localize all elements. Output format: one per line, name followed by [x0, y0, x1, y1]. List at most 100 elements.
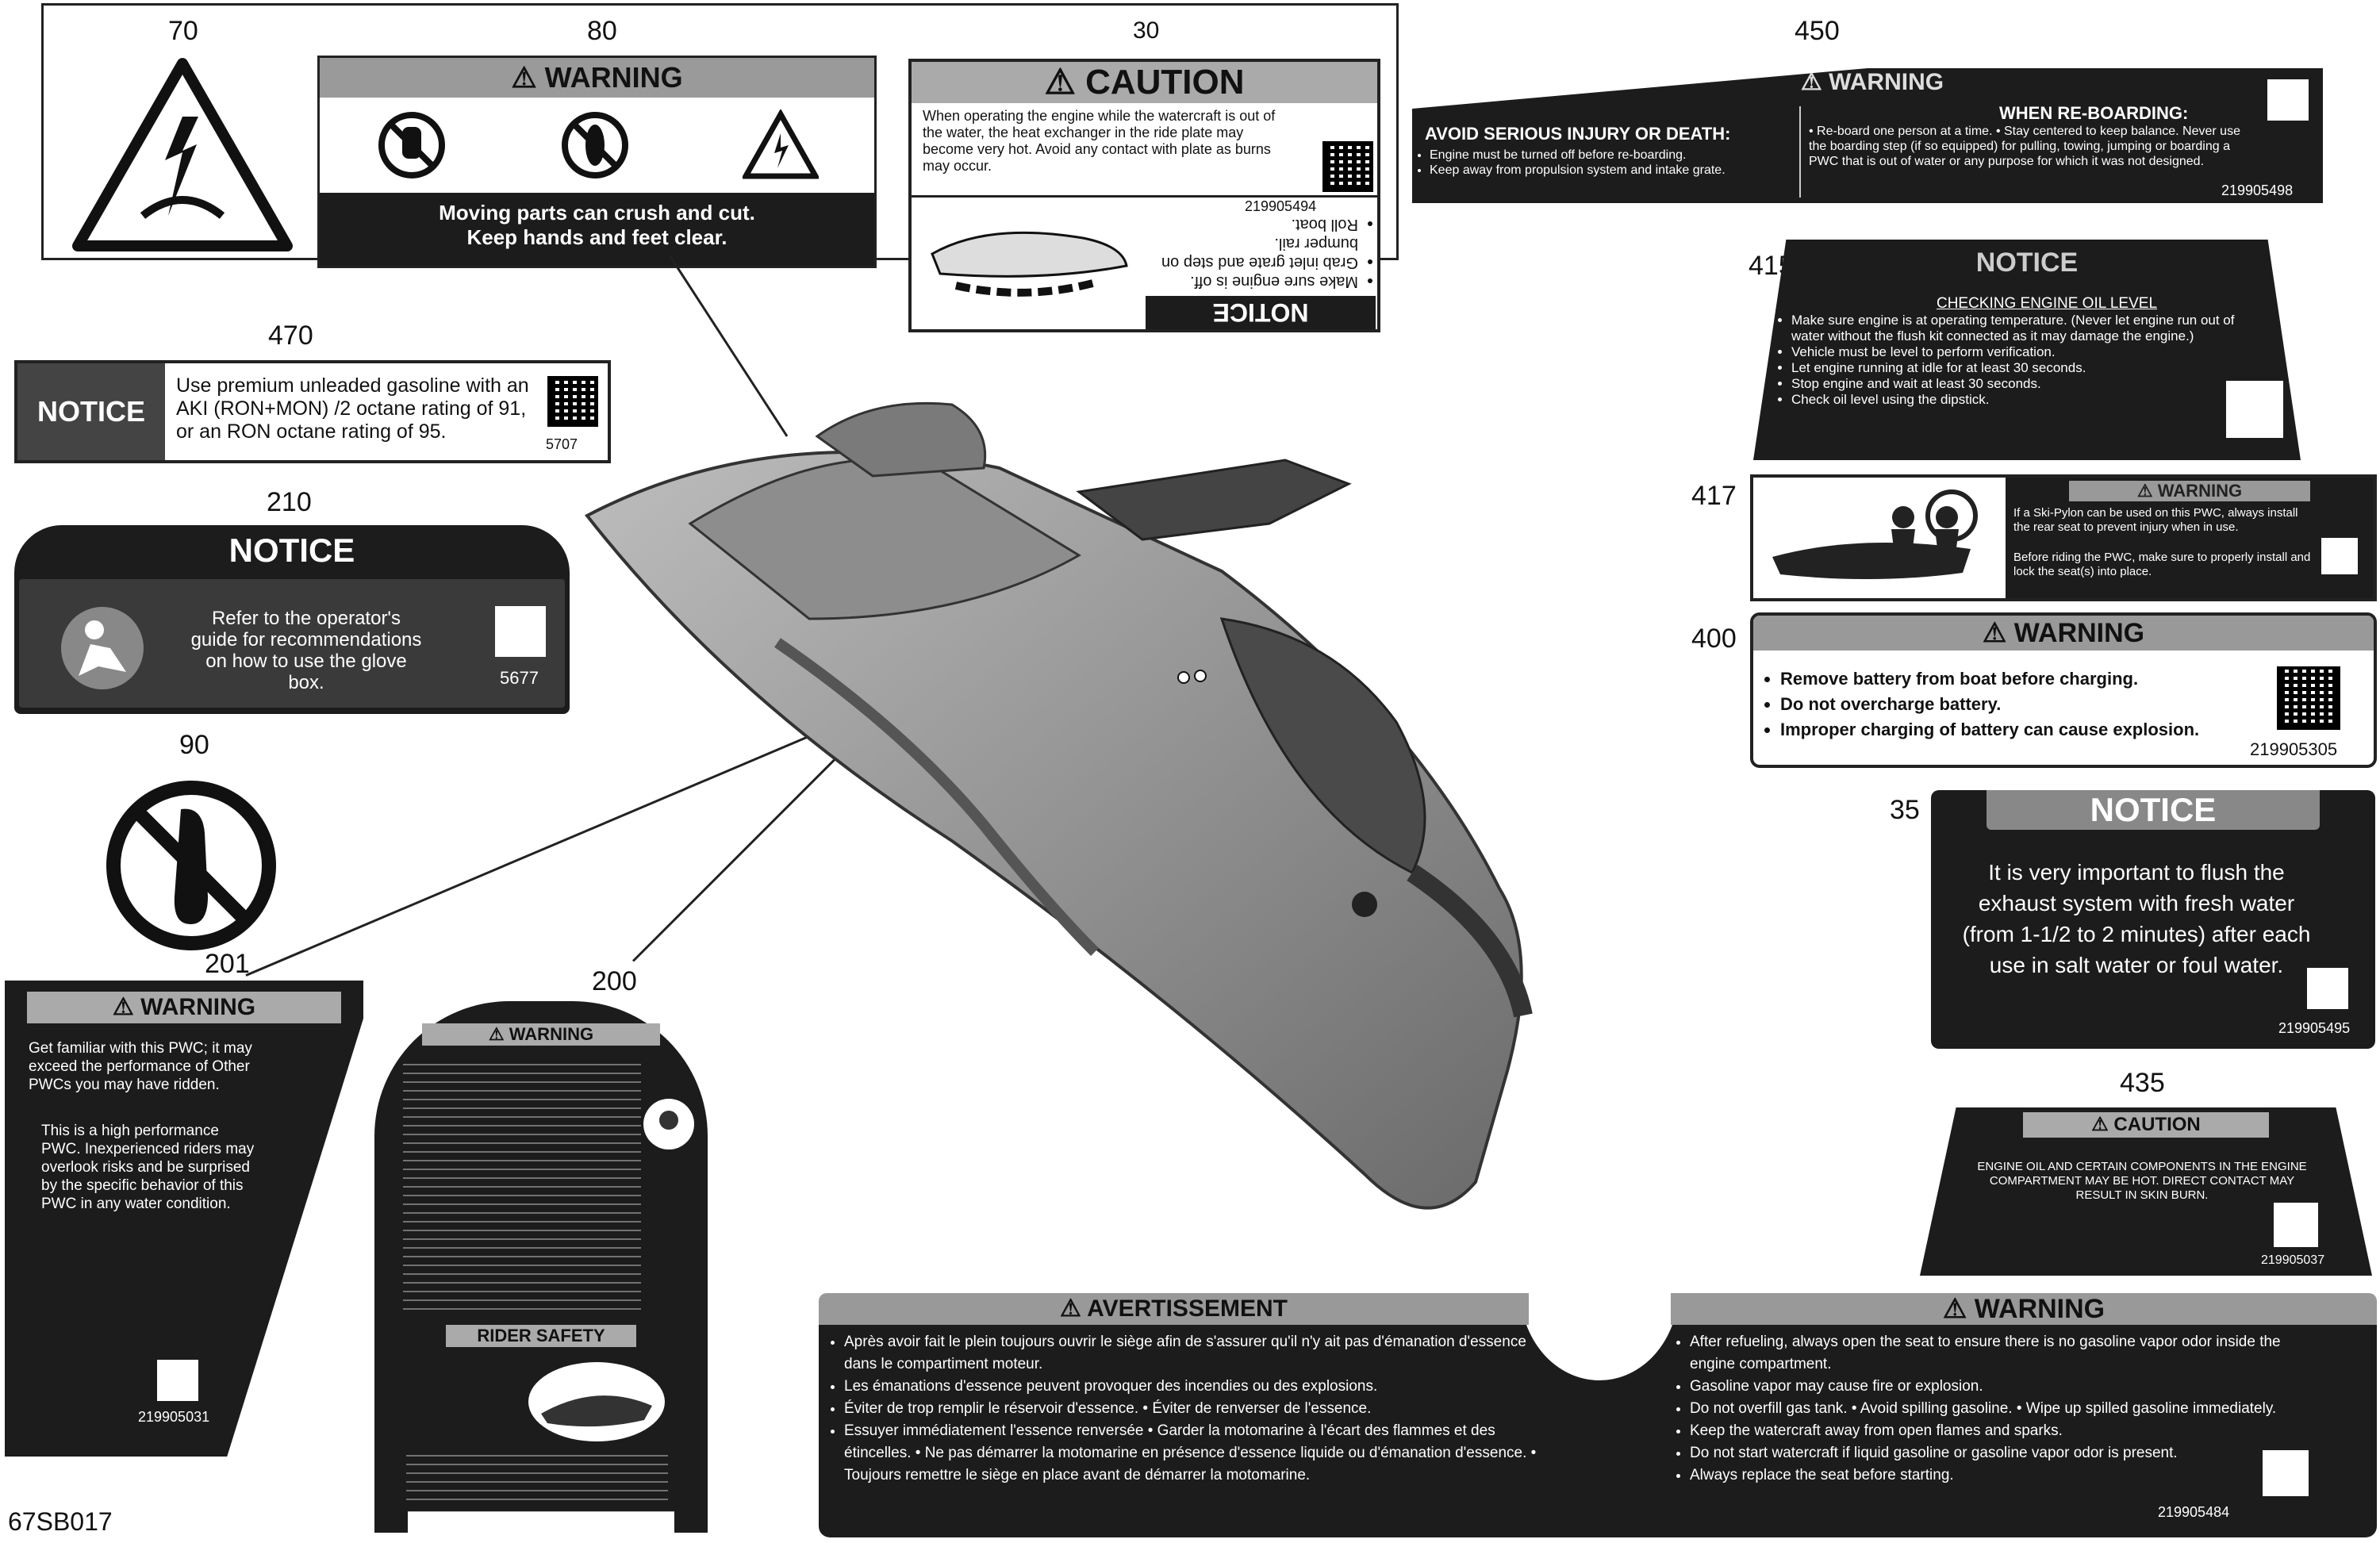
part-number-35: 35 — [1890, 795, 1920, 825]
part-number-210: 210 — [267, 487, 312, 517]
qr-code-icon — [2226, 381, 2283, 438]
label-35-code: 219905495 — [2278, 1020, 2351, 1036]
label-80-line2: Keep hands and feet clear. — [466, 225, 727, 249]
label-410-en-item: Do not overfill gas tank. • Avoid spilli… — [1690, 1398, 2301, 1420]
label-410-fr-item: Éviter de trop remplir le réservoir d'es… — [844, 1398, 1542, 1420]
label-410-fr-item: Après avoir fait le plein toujours ouvri… — [844, 1331, 1542, 1376]
label-400-item: Do not overcharge battery. — [1780, 692, 2272, 717]
part-number-435: 435 — [2120, 1068, 2165, 1098]
label-470-notice: NOTICE Use premium unleaded gasoline wit… — [14, 360, 611, 463]
part-number-90: 90 — [179, 730, 209, 760]
label-200-warning: ⚠ WARNING RIDER SAFETY — [374, 1001, 708, 1533]
label-200-bottom-text — [406, 1452, 668, 1507]
part-number-30: 30 — [1133, 17, 1160, 44]
label-400-item: Improper charging of battery can cause e… — [1780, 717, 2272, 743]
label-80-footer: Moving parts can crush and cut. Keep han… — [320, 193, 874, 266]
label-200-body-text — [403, 1063, 641, 1317]
label-417-warning: ⚠ WARNING If a Ski-Pylon can be used on … — [1750, 474, 2377, 601]
label-80-header: ⚠ WARNING — [320, 58, 874, 98]
label-415-item: Check oil level using the dipstick. — [1791, 392, 2259, 408]
label-450-left-item: Engine must be turned off before re-boar… — [1430, 148, 1802, 163]
part-number-80: 80 — [587, 16, 617, 46]
label-415-item: Vehicle must be level to perform verific… — [1791, 344, 2259, 360]
label-201-code: 219905031 — [138, 1409, 210, 1425]
label-417-body2: Before riding the PWC, make sure to prop… — [2013, 551, 2311, 578]
label-410-en-item: Always replace the seat before starting. — [1690, 1464, 2301, 1487]
label-417-body1: If a Ski-Pylon can be used on this PWC, … — [2013, 506, 2298, 534]
qr-code-icon — [2274, 1203, 2318, 1247]
label-210-header: NOTICE — [228, 532, 355, 569]
qr-code-icon — [2263, 1450, 2309, 1496]
label-450-right-title: WHEN RE-BOARDING: — [1999, 103, 2189, 123]
label-210-code: 5677 — [500, 668, 539, 688]
label-30-flipped-item: Roll boat. — [1146, 215, 1359, 234]
label-410-en-item: Gasoline vapor may cause fire or explosi… — [1690, 1376, 2301, 1398]
label-435-code: 219905037 — [2261, 1253, 2325, 1267]
label-435-caution: ⚠ CAUTION ENGINE OIL AND CERTAIN COMPONE… — [1920, 1107, 2372, 1276]
label-35-header: NOTICE — [1987, 790, 2320, 830]
label-30-flipped: NOTICE Make sure engine is off. Grab inl… — [1146, 198, 1376, 329]
crush-small-icon — [742, 109, 819, 179]
label-410-en-item: Do not start watercraft if liquid gasoli… — [1690, 1442, 2301, 1464]
label-415-notice: NOTICE CHECKING ENGINE OIL LEVEL Make su… — [1753, 240, 2301, 460]
label-450-divider — [1799, 106, 1801, 198]
label-30-code: 219905494 — [1245, 198, 1317, 214]
label-415-header: NOTICE — [1975, 248, 2079, 278]
label-201-p2: This is a high performance PWC. Inexperi… — [41, 1123, 255, 1212]
label-410-en-item: After refueling, always open the seat to… — [1690, 1331, 2301, 1376]
watercraft-rider-icon — [528, 1362, 665, 1441]
label-400-item: Remove battery from boat before charging… — [1780, 666, 2272, 692]
part-number-200: 200 — [592, 966, 637, 996]
qr-code-icon — [2307, 968, 2348, 1009]
label-450-warning: ⚠ WARNING AVOID SERIOUS INJURY OR DEATH:… — [1412, 68, 2323, 203]
label-30-caution: ⚠ CAUTION When operating the engine whil… — [908, 59, 1380, 332]
label-450-header: ⚠ WARNING — [1800, 69, 1944, 95]
label-417-panel: ⚠ WARNING If a Ski-Pylon can be used on … — [2006, 478, 2374, 598]
label-400-header: ⚠ WARNING — [1753, 616, 2374, 651]
label-201-p1: Get familiar with this PWC; it may excee… — [29, 1040, 252, 1093]
label-30-body: When operating the engine while the wate… — [923, 108, 1276, 174]
label-200-header: ⚠ WARNING — [422, 1023, 660, 1046]
part-number-417: 417 — [1691, 481, 1737, 511]
qr-code-icon — [157, 1360, 198, 1401]
qr-code-icon — [2321, 538, 2358, 574]
part-number-400: 400 — [1691, 624, 1737, 654]
label-30-flipped-item: Grab inlet grate and step on bumper rail… — [1146, 234, 1358, 272]
label-400-warning: ⚠ WARNING Remove battery from boat befor… — [1750, 612, 2377, 768]
label-201-warning: ⚠ WARNING Get familiar with this PWC; it… — [5, 981, 363, 1457]
label-410-en-item: Keep the watercraft away from open flame… — [1690, 1420, 2301, 1442]
label-410-fr-item: Essuyer immédiatement l'essence renversé… — [844, 1420, 1542, 1487]
label-410-warning: ⚠ AVERTISSEMENT Après avoir fait le plei… — [819, 1198, 2377, 1537]
label-415-item: Let engine running at idle for at least … — [1791, 360, 2259, 376]
label-415-title: CHECKING ENGINE OIL LEVEL — [1936, 295, 2158, 312]
qr-code-icon — [2277, 666, 2340, 730]
no-foot-icon — [561, 112, 628, 178]
no-step-icon — [106, 781, 276, 950]
label-200-mid-header: RIDER SAFETY — [446, 1325, 636, 1347]
label-470-code: 5707 — [546, 436, 578, 452]
label-30-header: ⚠ CAUTION — [912, 62, 1377, 103]
part-number-70: 70 — [168, 16, 198, 46]
watercraft-boarding-icon — [931, 231, 1128, 297]
label-80-warning: ⚠ WARNING Moving parts can crush and cut… — [317, 56, 877, 268]
operator-face-icon — [643, 1099, 694, 1150]
label-410-en-header: ⚠ WARNING — [1671, 1293, 2377, 1325]
label-210-notice: NOTICE Refer to the operator's guide for… — [14, 525, 570, 714]
label-210-body: Refer to the operator's guide for recomm… — [190, 608, 422, 693]
label-410-code: 219905484 — [2158, 1504, 2230, 1520]
label-30-flipped-header: NOTICE — [1146, 296, 1376, 329]
qr-code-icon — [2267, 79, 2309, 121]
crush-hazard-icon — [71, 57, 294, 251]
label-450-code: 219905498 — [2221, 182, 2294, 198]
label-435-body: ENGINE OIL AND CERTAIN COMPONENTS IN THE… — [1977, 1160, 2307, 1202]
label-80-line1: Moving parts can crush and cut. — [439, 201, 755, 225]
qr-code-icon — [1322, 141, 1373, 192]
label-35-body: It is very important to flush the exhaus… — [1962, 860, 2311, 977]
label-450-left-title: AVOID SERIOUS INJURY OR DEATH: — [1425, 124, 1731, 144]
part-number-450: 450 — [1795, 16, 1840, 46]
label-435-header: ⚠ CAUTION — [2023, 1112, 2269, 1138]
label-80-icons — [320, 98, 874, 193]
part-number-470: 470 — [268, 320, 313, 351]
label-35-notice: NOTICE It is very important to flush the… — [1931, 790, 2375, 1049]
label-415-item: Make sure engine is at operating tempera… — [1791, 313, 2259, 344]
